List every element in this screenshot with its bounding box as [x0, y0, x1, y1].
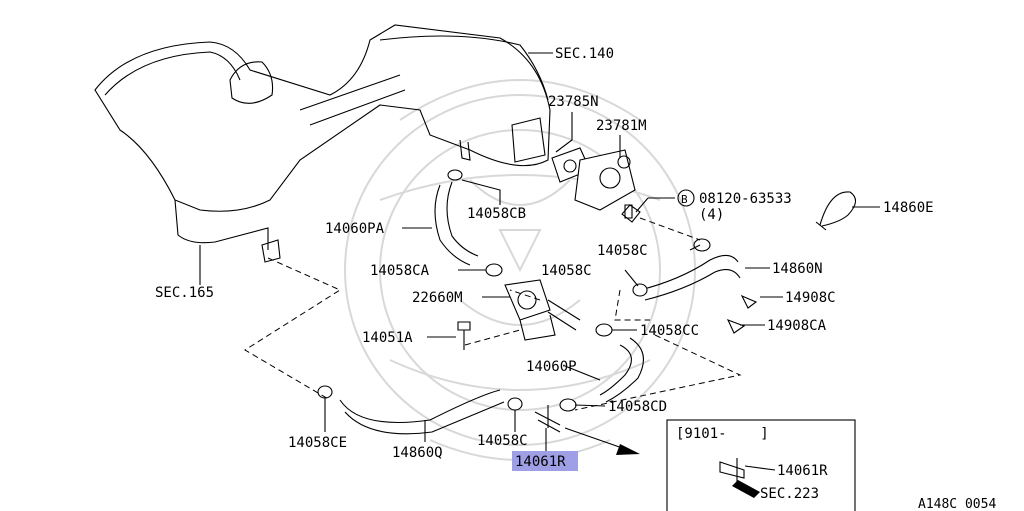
- label-sec165[interactable]: SEC.165: [155, 285, 214, 301]
- label-sec140[interactable]: SEC.140: [555, 46, 614, 62]
- label-bolt-circle: B: [681, 193, 688, 206]
- clamp-14860e-drawing: [815, 191, 857, 231]
- leader-lines: [199, 52, 880, 452]
- label-23785n[interactable]: 23785N: [548, 94, 599, 110]
- label-14058c-middle[interactable]: 14058C: [541, 263, 592, 279]
- inset-label-sec223[interactable]: SEC.223: [760, 486, 819, 502]
- label-14058c-lower[interactable]: 14058C: [477, 433, 528, 449]
- inset-range-label: [9101- ]: [676, 426, 769, 442]
- label-14860n[interactable]: 14860N: [772, 261, 823, 277]
- label-14908ca[interactable]: 14908CA: [767, 318, 827, 334]
- inset-label-14061r[interactable]: 14061R: [777, 463, 828, 479]
- label-14058cd[interactable]: 14058CD: [608, 399, 667, 415]
- label-14908c[interactable]: 14908C: [785, 290, 836, 306]
- air-valve-drawing: [551, 147, 641, 223]
- label-14860e[interactable]: 14860E: [883, 200, 934, 216]
- label-14860q[interactable]: 14860Q: [392, 445, 443, 461]
- label-14060pa[interactable]: 14060PA: [325, 221, 385, 237]
- label-14058c-upper[interactable]: 14058C: [597, 243, 648, 259]
- label-14061r-selected[interactable]: 14061R: [515, 454, 566, 470]
- engine-body-drawing: [94, 24, 551, 263]
- label-14058ca[interactable]: 14058CA: [370, 263, 430, 279]
- reference-arrow: [564, 427, 640, 455]
- label-08120-qty: (4): [699, 207, 724, 223]
- inset-box: [666, 419, 856, 511]
- part-labels: SEC.140 23785N 23781M B 08120-63533 (4) …: [155, 46, 996, 511]
- label-23781m[interactable]: 23781M: [596, 118, 647, 134]
- watermark-emblem: [344, 79, 696, 461]
- bolt-circle-icon: [677, 189, 695, 207]
- solenoid-valve-drawing: [504, 279, 581, 341]
- label-14058cb[interactable]: 14058CB: [467, 206, 526, 222]
- small-parts-drawing: [317, 169, 758, 433]
- footer-code: A148C 0054: [918, 497, 996, 511]
- label-22660m[interactable]: 22660M: [412, 290, 463, 306]
- selected-part-highlight: [512, 451, 578, 471]
- dashed-connection-lines: [244, 217, 742, 411]
- label-14058cc[interactable]: 14058CC: [640, 323, 699, 339]
- label-14058ce[interactable]: 14058CE: [288, 435, 347, 451]
- label-14051a[interactable]: 14051A: [362, 330, 413, 346]
- label-14060p[interactable]: 14060P: [526, 359, 577, 375]
- label-08120-63533[interactable]: 08120-63533: [699, 191, 792, 207]
- hose-drawings: [339, 181, 741, 435]
